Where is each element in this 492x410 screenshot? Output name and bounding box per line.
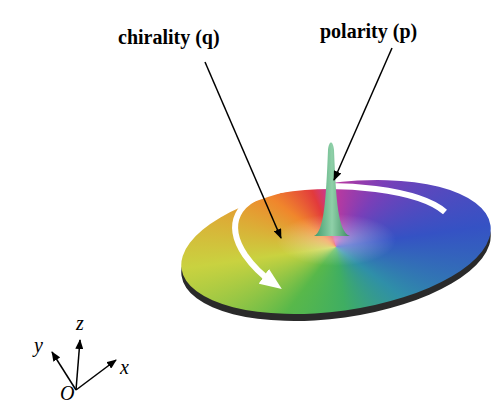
axis-label: x bbox=[120, 356, 129, 379]
axis-label: y bbox=[34, 334, 43, 357]
x-axis bbox=[76, 360, 116, 390]
origin-label: O bbox=[60, 382, 74, 405]
axis-label: z bbox=[76, 312, 84, 335]
polarity-label: polarity (p) bbox=[320, 20, 417, 43]
leader-line bbox=[205, 62, 281, 238]
leader-line bbox=[334, 48, 392, 180]
chirality-label: chirality (q) bbox=[118, 26, 220, 49]
z-axis bbox=[76, 340, 80, 390]
